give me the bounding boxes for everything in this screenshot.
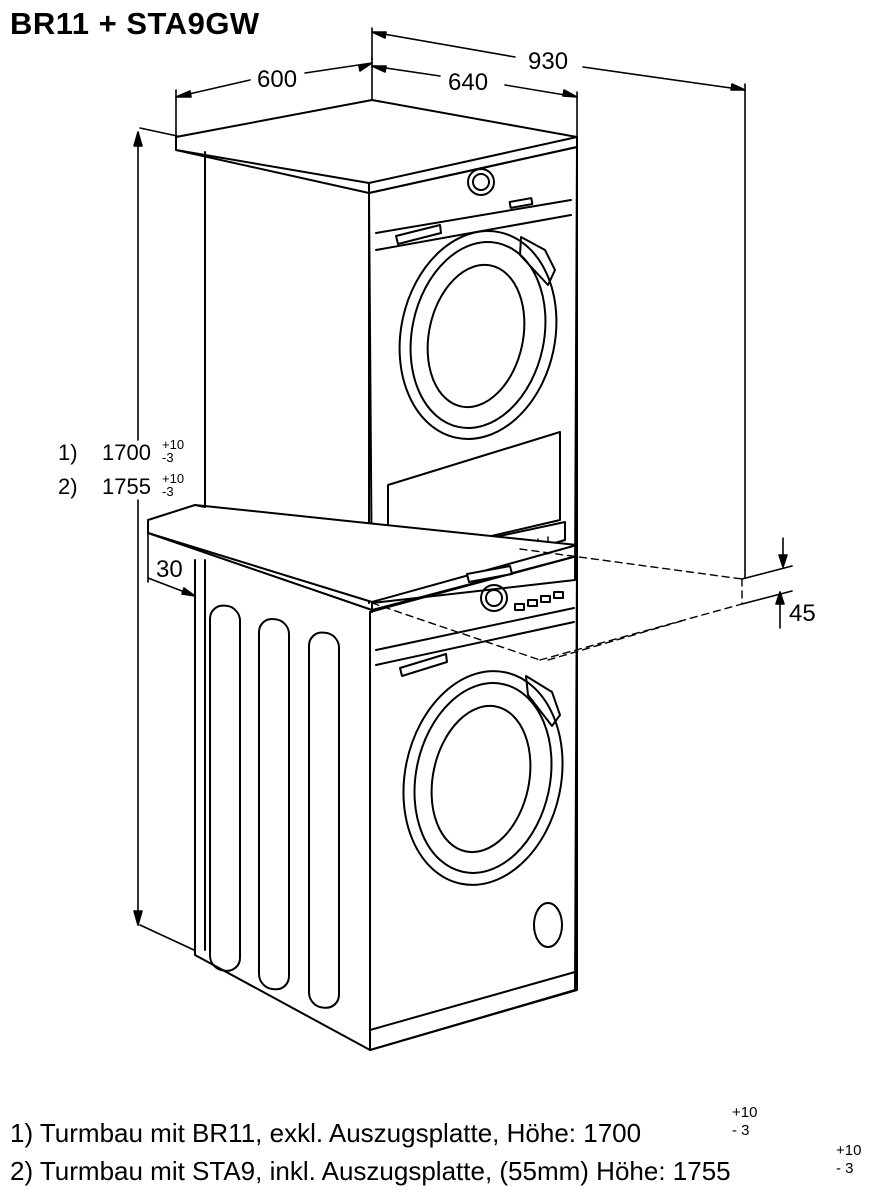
washer-detergent-drawer-icon: [399, 653, 448, 677]
stacking-kit: [147, 504, 743, 661]
dryer-container-icon: [395, 224, 442, 245]
footnote-2-tol-minus: - 3: [836, 1160, 854, 1177]
height-2-tol-plus: +10: [162, 471, 185, 486]
footnote-2-tol-plus: +10: [836, 1142, 862, 1159]
height-1-value: 1700: [102, 440, 151, 465]
dim-gap-label: 30: [156, 556, 183, 583]
dim-width-label: 600: [257, 66, 298, 93]
footnote-1-tol-plus: +10: [732, 1104, 758, 1121]
washer-unit: [194, 555, 578, 1051]
dim-plate-label: 45: [789, 600, 816, 627]
height-2-marker: 2): [58, 474, 78, 499]
height-2-value: 1755: [102, 474, 151, 499]
dim-depth-extended-label: 930: [528, 48, 569, 75]
washer-filter-cover-icon: [533, 902, 563, 948]
height-1-tol-minus: -3: [162, 450, 174, 465]
washer-side-cutout: [209, 604, 241, 972]
washer-door-icon: [402, 670, 564, 886]
dim-depth-label: 640: [448, 69, 489, 96]
footnote-1-text: 1) Turmbau mit BR11, exkl. Auszugsplatte…: [10, 1118, 642, 1148]
footnote-2-text: 2) Turmbau mit STA9, inkl. Auszugsplatte…: [10, 1156, 731, 1186]
washer-dial-icon: [480, 584, 508, 612]
height-2-tol-minus: -3: [162, 484, 174, 499]
dryer-dial-icon: [467, 168, 495, 196]
footnote-1-tol-minus: - 3: [732, 1122, 750, 1139]
dimension-lines: [133, 27, 793, 951]
dryer-door-icon: [398, 230, 558, 440]
page-title: BR11 + STA9GW: [10, 6, 260, 41]
height-1-marker: 1): [58, 440, 78, 465]
height-1-tol-plus: +10: [162, 437, 185, 452]
dryer-unit: [175, 99, 578, 604]
